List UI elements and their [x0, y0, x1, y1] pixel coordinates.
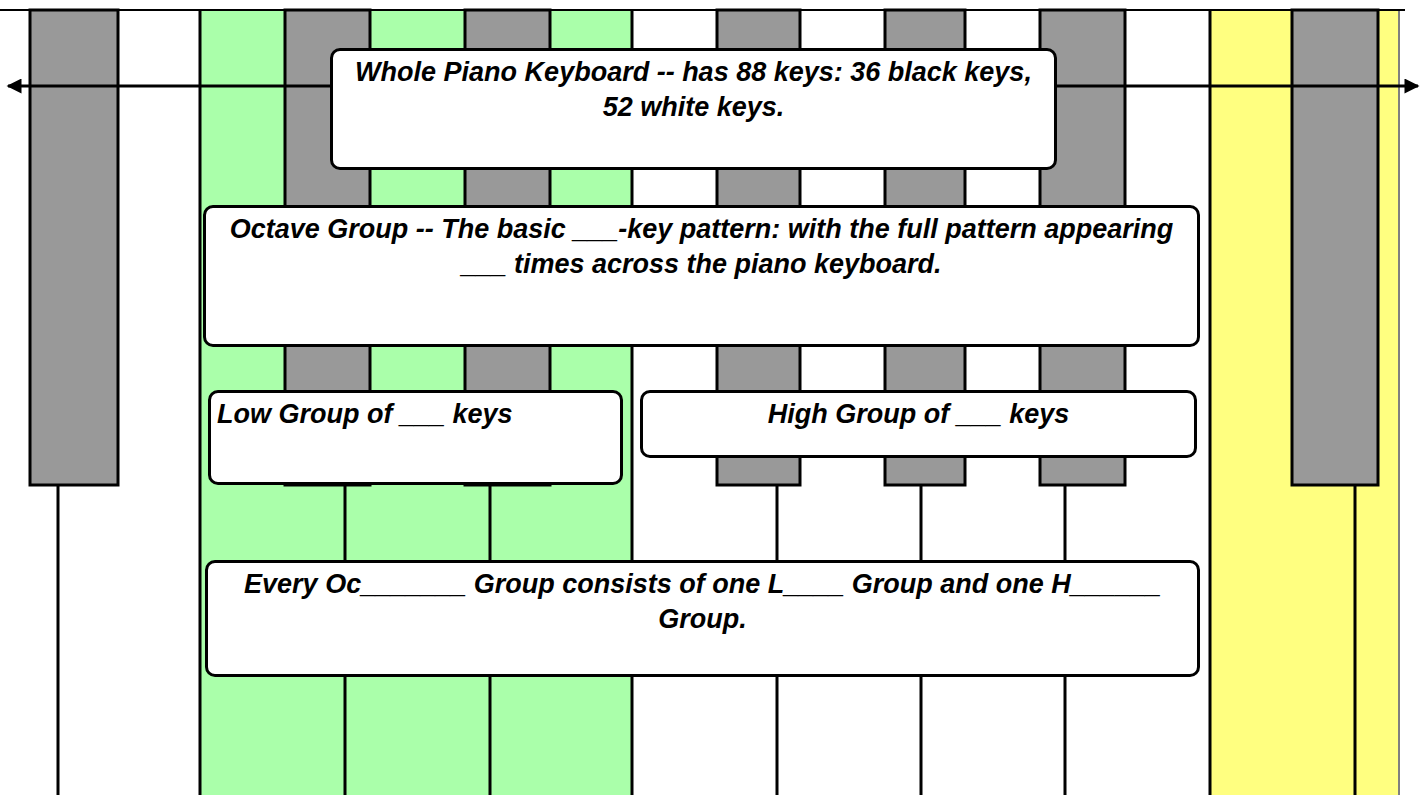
box-text: Whole Piano Keyboard -- has 88 keys: 36 …	[339, 55, 1048, 125]
black-keys	[30, 10, 1378, 485]
key-divider	[199, 10, 202, 795]
low-group-box: Low Group of ___ keys	[208, 390, 623, 485]
next-octave-band	[1210, 10, 1398, 795]
keyboard-top	[0, 9, 1405, 11]
white-key-dividers	[58, 10, 1355, 795]
summary-box: Every Oc_______ Group consists of one L_…	[205, 560, 1200, 677]
key-divider	[1354, 485, 1357, 795]
keyboard-edge	[1399, 10, 1400, 795]
box-text: Low Group of ___ keys	[217, 397, 614, 432]
octave-box: Octave Group -- The basic ___-key patter…	[203, 205, 1200, 347]
keyboard-box: Whole Piano Keyboard -- has 88 keys: 36 …	[330, 48, 1057, 170]
box-text: Every Oc_______ Group consists of one L_…	[214, 567, 1191, 637]
box-text: Octave Group -- The basic ___-key patter…	[212, 212, 1191, 282]
key-divider	[57, 485, 60, 795]
black-key	[1292, 10, 1378, 485]
key-divider	[1209, 10, 1212, 795]
high-group-box: High Group of ___ keys	[640, 390, 1197, 458]
box-text: High Group of ___ keys	[649, 397, 1188, 432]
black-key	[30, 10, 118, 485]
